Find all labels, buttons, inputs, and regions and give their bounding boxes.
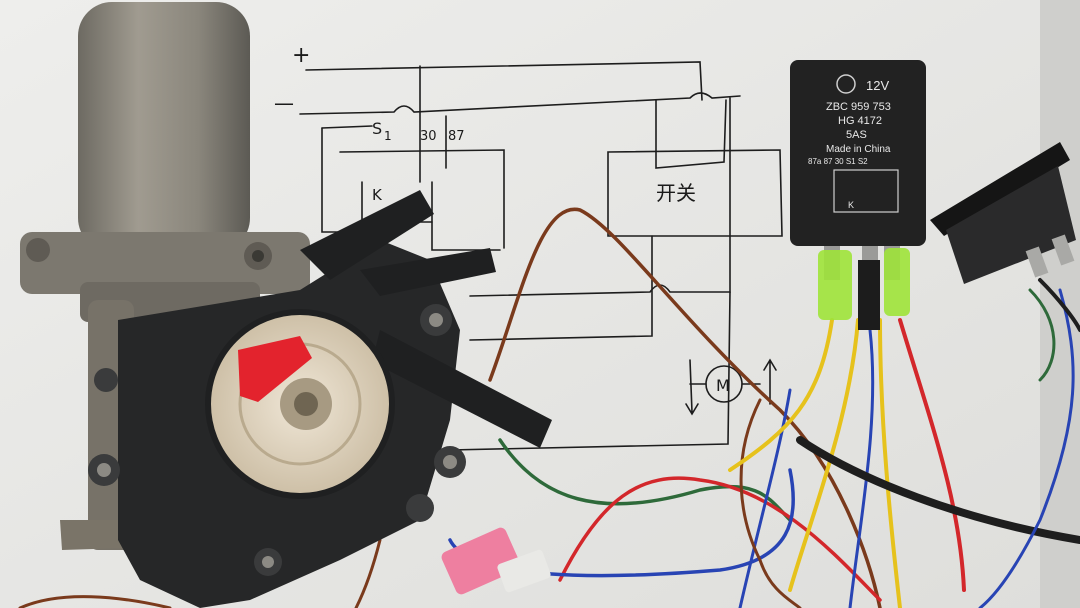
positive-rail <box>305 61 703 101</box>
cable-guide-arm <box>300 190 434 280</box>
relay-part-line1: ZBC 959 753 <box>826 101 891 113</box>
minus-label: — <box>274 91 294 115</box>
schematic-wire <box>321 125 373 129</box>
switch-contacts <box>655 99 727 169</box>
red-tape-marker <box>238 336 312 402</box>
relay-body <box>790 60 926 246</box>
motor-m-label: M <box>716 376 730 395</box>
blue-wire-switch <box>978 288 1075 608</box>
relay-box-outline <box>339 149 505 249</box>
green-spade-connector <box>818 250 852 320</box>
brown-wire <box>488 207 882 608</box>
green-spade-connector <box>884 248 910 316</box>
down-arrow <box>685 359 699 416</box>
switch-terminal <box>1051 234 1075 266</box>
relay-k-label: K <box>372 186 383 204</box>
relay-voltage: 12V <box>866 78 889 93</box>
yellow-wire-1 <box>728 318 834 472</box>
window-motor <box>20 2 552 608</box>
flange-bolt-hole <box>252 250 264 262</box>
switch-label: 开关 <box>656 181 696 205</box>
brown-wire-lower <box>354 538 382 608</box>
relay-circuit-diagram <box>833 169 899 213</box>
relay-pin-labels: 87a 87 30 S1 S2 <box>808 157 868 166</box>
relay-amperage: 5AS <box>846 129 867 141</box>
pin-87-label: 87 <box>448 129 465 144</box>
schematic-wire <box>431 181 501 251</box>
switch-box-outline <box>607 149 783 237</box>
yellow-wire-2 <box>788 318 860 592</box>
brown-wire-left <box>18 595 172 608</box>
pin-30-label: 30 <box>420 129 437 144</box>
relay-origin: Made in China <box>826 144 891 155</box>
motor-flange <box>20 232 310 294</box>
housing-screw <box>406 494 434 522</box>
motor-can <box>78 2 250 252</box>
housing-screw-head <box>429 313 443 327</box>
gear-hub-center <box>294 392 318 416</box>
schematic-wire <box>469 97 731 297</box>
black-wire-switch <box>1038 278 1080 332</box>
red-wire-relay <box>898 318 966 592</box>
negative-rail <box>299 92 741 115</box>
housing-screw-head <box>262 556 274 568</box>
schematic-wire <box>469 235 653 341</box>
up-arrow <box>763 358 777 405</box>
housing-screw-head <box>97 463 111 477</box>
cable-guide-arm <box>360 248 496 296</box>
green-wire-switch <box>1028 288 1056 382</box>
fuse-connector <box>441 527 551 595</box>
rocker-switch <box>930 142 1076 284</box>
red-wire-center <box>558 476 882 602</box>
schematic-labels: + — S 1 30 87 K 开关 M <box>274 43 730 395</box>
white-fuse-holder <box>497 549 551 593</box>
schematic-wire <box>449 291 731 451</box>
yellow-wire-3 <box>878 318 902 608</box>
housing-screw <box>94 368 118 392</box>
relay-module: 12V ZBC 959 753 HG 4172 5AS Made in Chin… <box>790 60 926 330</box>
relay-part-line2: HG 4172 <box>838 115 882 127</box>
black-heat-shrink <box>858 260 880 330</box>
relay-inner-k: K <box>848 200 854 210</box>
pin-1-label: 1 <box>384 129 392 143</box>
brown-wire-short <box>739 398 802 608</box>
bracket-foot <box>60 520 126 550</box>
relay-logo-icon <box>836 74 856 94</box>
switch-bezel <box>930 142 1070 236</box>
switch-terminal <box>1025 246 1049 278</box>
pin-s-label: S <box>372 119 382 138</box>
flange-bolt <box>26 238 50 262</box>
pink-fuse <box>441 527 521 595</box>
housing-screw-head <box>443 455 457 469</box>
cable-guide-arm <box>372 330 552 448</box>
green-wire <box>498 438 792 522</box>
blue-wire-relay <box>848 328 875 608</box>
plus-label: + <box>292 43 310 68</box>
switch-body <box>946 166 1076 284</box>
blue-wire-short <box>738 388 792 608</box>
